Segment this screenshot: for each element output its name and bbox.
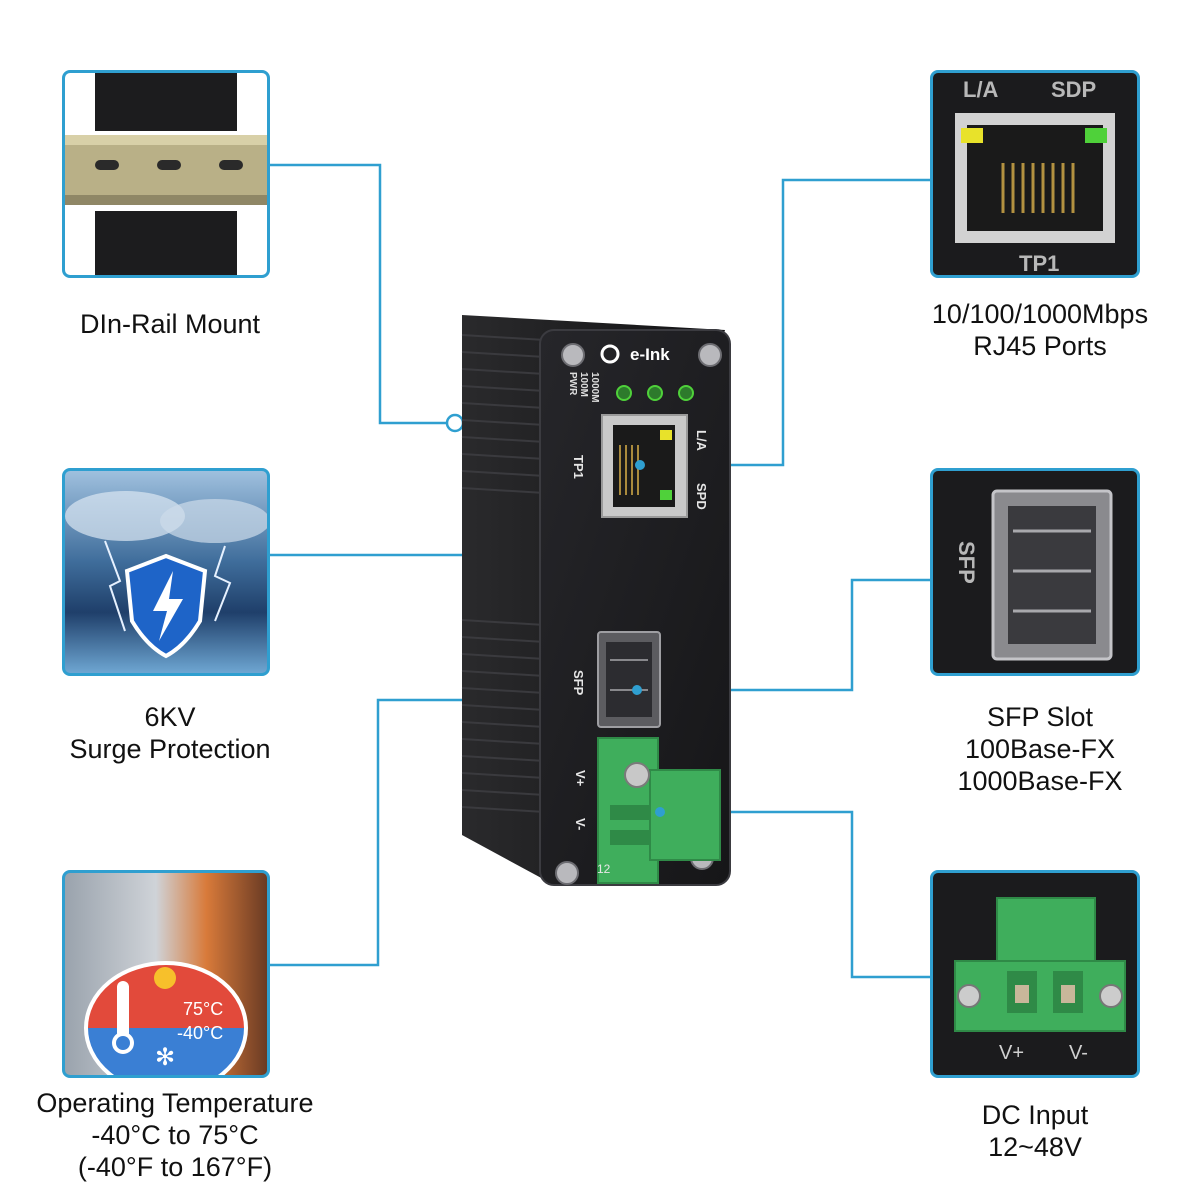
sfp-caption-line1: SFP Slot bbox=[986, 702, 1094, 732]
temperature-image: ✻ 75°C -40°C bbox=[84, 961, 248, 1075]
device-la-label: L/A bbox=[694, 430, 709, 452]
device-spd-label: SPD bbox=[694, 483, 709, 510]
dc-vminus-label: V- bbox=[1069, 1042, 1088, 1064]
rj45-sdp-label: SDP bbox=[1051, 77, 1096, 102]
rj45-port-label: TP1 bbox=[1019, 251, 1059, 275]
sun-icon bbox=[154, 967, 176, 989]
rj45-led-green bbox=[1085, 128, 1107, 143]
surge-caption-line1: 6KV bbox=[144, 702, 196, 732]
led-label-1000m: 1000M bbox=[589, 372, 600, 403]
sfp-image: SFP bbox=[954, 489, 1113, 661]
snowflake-icon: ✻ bbox=[155, 1044, 175, 1071]
device-brand-logo: e-Ink bbox=[630, 345, 670, 364]
dc-vplus-label: V+ bbox=[999, 1042, 1024, 1064]
temperature-panel: ✻ 75°C -40°C bbox=[62, 870, 270, 1078]
surge-image bbox=[65, 491, 267, 659]
rj45-caption: 10/100/1000Mbps RJ45 Ports bbox=[890, 298, 1190, 362]
dc-caption-line1: DC Input bbox=[981, 1100, 1089, 1130]
device-sfp-label: SFP bbox=[571, 670, 586, 696]
media-converter-device: e-Ink 1000M 100M PWR TP1 L/A SPD SFP V+ bbox=[461, 315, 731, 886]
device-port-label: TP1 bbox=[571, 455, 586, 479]
dc-caption: DC Input 12~48V bbox=[885, 1099, 1185, 1163]
device-vminus-label: V- bbox=[573, 818, 588, 830]
temperature-caption: Operating Temperature -40°C to 75°C (-40… bbox=[0, 1087, 350, 1183]
surge-caption-line2: Surge Protection bbox=[69, 734, 271, 764]
screw-right-icon bbox=[1099, 984, 1123, 1008]
connector-din-rail bbox=[270, 163, 455, 425]
rj45-caption-line2: RJ45 Ports bbox=[973, 331, 1107, 361]
connector-dc bbox=[660, 810, 930, 979]
temperature-caption-line1: Operating Temperature bbox=[36, 1088, 314, 1118]
dc-terminal-image: V+ V- bbox=[954, 897, 1126, 1064]
rj45-led-yellow bbox=[961, 128, 983, 143]
sfp-caption-line3: 1000Base-FX bbox=[957, 766, 1123, 796]
lightning-bolt-icon bbox=[153, 571, 183, 641]
screw-left-icon bbox=[957, 984, 981, 1008]
din-rail-caption-line1: DIn-Rail Mount bbox=[79, 309, 261, 339]
dc-caption-line2: 12~48V bbox=[988, 1132, 1082, 1162]
rj45-image: L/A SDP TP1 bbox=[955, 77, 1115, 275]
sfp-panel: SFP bbox=[930, 468, 1140, 676]
led-label-pwr: PWR bbox=[567, 372, 578, 396]
rj45-caption-line1: 10/100/1000Mbps bbox=[931, 299, 1149, 329]
device-vplus-label: V+ bbox=[573, 770, 588, 787]
surge-caption: 6KV Surge Protection bbox=[20, 701, 320, 765]
din-rail-caption: DIn-Rail Mount bbox=[20, 308, 320, 340]
dc-panel: V+ V- bbox=[930, 870, 1140, 1078]
led-label-100m: 100M bbox=[578, 372, 589, 397]
brand-flower-icon bbox=[600, 344, 620, 364]
device-voltage-label: 12 bbox=[597, 862, 611, 876]
temperature-caption-line3: (-40°F to 167°F) bbox=[77, 1152, 273, 1182]
din-rail-panel bbox=[62, 70, 270, 278]
temperature-badge-hot: 75°C bbox=[183, 999, 223, 1019]
rj45-la-label: L/A bbox=[963, 77, 999, 102]
rj45-panel: L/A SDP TP1 bbox=[930, 70, 1140, 278]
connector-temperature bbox=[270, 698, 487, 967]
sfp-caption: SFP Slot 100Base-FX 1000Base-FX bbox=[890, 701, 1190, 797]
temperature-caption-line2: -40°C to 75°C bbox=[91, 1120, 259, 1150]
sfp-caption-line2: 100Base-FX bbox=[964, 734, 1116, 764]
connector-sfp bbox=[637, 578, 930, 692]
temperature-badge-cold: -40°C bbox=[177, 1023, 223, 1043]
surge-panel bbox=[62, 468, 270, 676]
din-rail-image bbox=[65, 73, 267, 275]
status-led-icon bbox=[616, 385, 694, 401]
thermometer-icon bbox=[117, 981, 129, 1039]
sfp-label: SFP bbox=[954, 541, 979, 584]
